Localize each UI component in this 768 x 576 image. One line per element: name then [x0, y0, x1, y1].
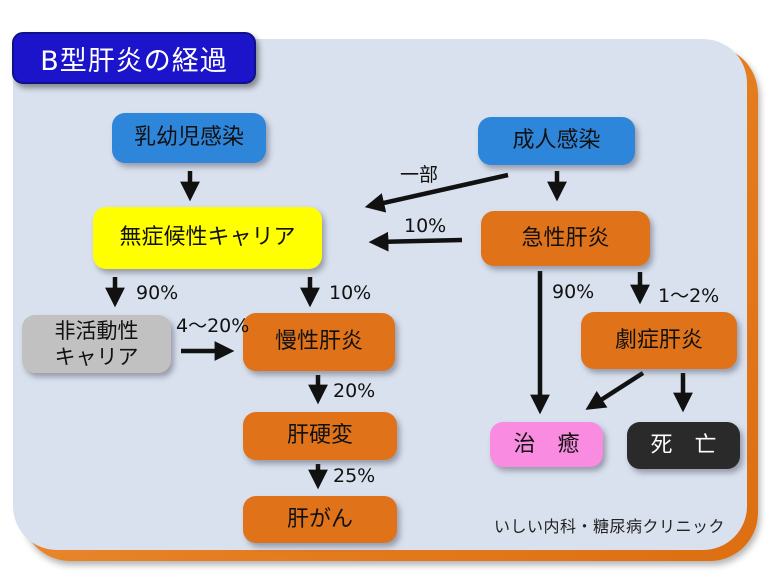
clinic-credit: いしい内科・糖尿病クリニック: [494, 517, 726, 536]
edge-label-25pct: 25%: [333, 465, 376, 487]
node-cure: 治 癒: [490, 422, 603, 467]
page-title: B型肝炎の経過: [12, 32, 256, 84]
node-acute-hepatitis: 急性肝炎: [481, 211, 650, 266]
node-adult-infection: 成人感染: [478, 117, 635, 165]
edge-label-90pct-to-inactive: 90%: [136, 282, 179, 304]
node-death: 死 亡: [627, 422, 740, 469]
edge-label-4-20pct: 4〜20%: [176, 315, 250, 337]
node-infant-infection: 乳幼児感染: [112, 113, 266, 163]
edge-label-90pct-to-cure: 90%: [552, 281, 595, 303]
node-liver-cancer: 肝がん: [243, 496, 397, 543]
node-asymptomatic-carrier: 無症候性キャリア: [93, 207, 322, 269]
edge-label-partial: 一部: [400, 164, 439, 186]
node-cirrhosis: 肝硬変: [243, 412, 397, 460]
node-chronic-hepatitis: 慢性肝炎: [243, 313, 395, 371]
edge-label-10pct-to-carrier: 10%: [404, 215, 447, 237]
edge-label-1-2pct: 1〜2%: [658, 285, 720, 307]
node-fulminant-hepatitis: 劇症肝炎: [581, 312, 737, 369]
edge-label-20pct: 20%: [333, 380, 376, 402]
node-inactive-carrier: 非活動性 キャリア: [22, 315, 171, 373]
edge-label-10pct-to-chronic: 10%: [329, 282, 372, 304]
